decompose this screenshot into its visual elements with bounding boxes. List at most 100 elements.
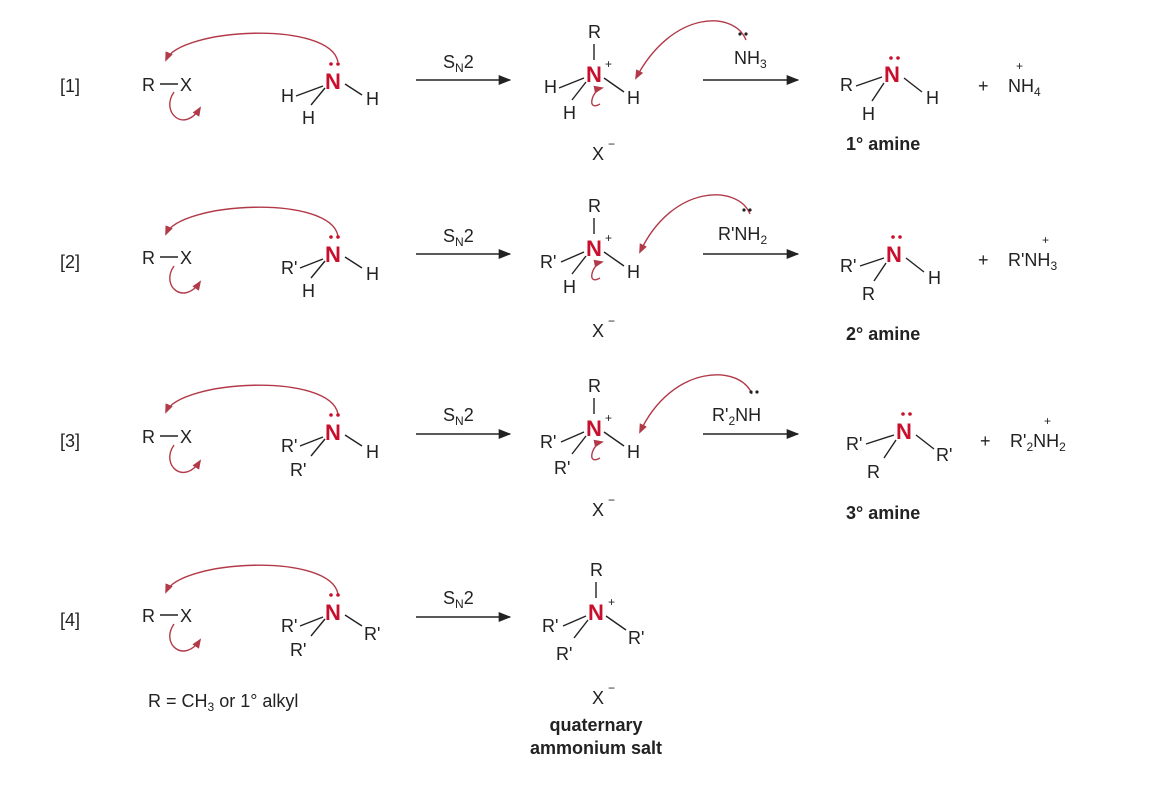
lone-pair — [329, 413, 333, 417]
curved-arrow-leaving — [169, 444, 202, 474]
atom-n: N — [325, 242, 341, 267]
sn2-arrow: SN2 — [416, 588, 512, 623]
row-3: [3] R X R' N H R' SN2 R R' N — [60, 374, 1066, 523]
bond — [855, 76, 883, 87]
lone-pair — [744, 32, 748, 36]
product-label: ammonium salt — [530, 738, 662, 758]
atom-h: H — [627, 262, 640, 282]
atom-h: H — [627, 88, 640, 108]
alkyl-halide: R X — [142, 606, 202, 652]
bond — [299, 436, 324, 447]
atom-x: X — [180, 248, 192, 268]
charge-plus: + — [1016, 59, 1023, 73]
atom-x: X — [180, 75, 192, 95]
row-label: [4] — [60, 610, 80, 630]
sn2-arrow: SN2 — [416, 405, 512, 440]
bond — [915, 434, 935, 450]
counter-ion-x: X — [592, 321, 604, 341]
lone-pair — [336, 62, 340, 66]
row-label: [1] — [60, 76, 80, 96]
ammonium-intermediate: R R' N + H R' X − — [540, 376, 640, 520]
ammonium-intermediate: R R' N + H H X − — [540, 196, 640, 341]
curved-arrow-attack — [165, 564, 339, 595]
atom-r: R — [142, 248, 155, 268]
bond — [560, 431, 585, 443]
atom-h: H — [281, 86, 294, 106]
curved-arrow-deprotonation — [639, 374, 753, 434]
reagent-label: R'2NH — [712, 405, 761, 428]
byproduct: + R'2NH2 — [1010, 414, 1066, 454]
atom-n: N — [325, 69, 341, 94]
lone-pair — [749, 390, 753, 394]
atom-r-prime: R' — [364, 624, 380, 644]
atom-h: H — [926, 88, 939, 108]
atom-r-prime: R' — [846, 434, 862, 454]
bond — [905, 257, 925, 273]
atom-x: X — [180, 606, 192, 626]
atom-r-prime: R' — [281, 616, 297, 636]
atom-r-prime: R' — [281, 258, 297, 278]
atom-r-prime: R' — [840, 256, 856, 276]
sn2-arrow: SN2 — [416, 52, 512, 86]
byproduct: + R'NH3 — [1008, 233, 1057, 273]
atom-n: N — [586, 236, 602, 261]
base: NH3 — [703, 32, 800, 86]
bond — [562, 615, 587, 627]
lone-pair — [336, 413, 340, 417]
bond — [310, 438, 326, 457]
primary-amine-nucleophile: R' N H H — [281, 235, 379, 301]
curved-arrow-bond — [591, 85, 604, 107]
sn2-label: SN2 — [443, 588, 474, 611]
atom-n: N — [325, 600, 341, 625]
lone-pair — [755, 390, 759, 394]
row-4: [4] R X R' N R' R' R = CH3 or 1° alkyl S… — [60, 560, 662, 758]
bond — [344, 614, 363, 627]
lone-pair — [901, 412, 905, 416]
atom-h: H — [366, 89, 379, 109]
atom-n: N — [586, 62, 602, 87]
atom-r: R — [588, 376, 601, 396]
row-1: [1] R X H N H H SN2 R H — [60, 20, 1041, 164]
bond — [883, 439, 897, 459]
bond — [571, 435, 587, 455]
row-2: [2] R X R' N H H SN2 R R' N — [60, 194, 1057, 344]
quaternary-ammonium-salt: R R' N + R' R' X − quaternary ammonium s… — [530, 560, 662, 758]
charge-minus: − — [608, 493, 615, 507]
byproduct-formula: NH4 — [1008, 76, 1041, 99]
curved-arrow-deprotonation — [635, 20, 747, 80]
tertiary-amine-nucleophile: R' N R' R' — [281, 593, 380, 660]
charge-plus: + — [605, 57, 612, 71]
bond — [560, 251, 585, 263]
bond — [871, 82, 885, 102]
bond — [605, 615, 627, 631]
atom-r-prime: R' — [290, 640, 306, 660]
lone-pair — [908, 412, 912, 416]
lone-pair — [336, 235, 340, 239]
atom-r-prime: R' — [290, 460, 306, 480]
charge-plus: + — [608, 595, 615, 609]
bond — [859, 257, 885, 267]
atom-h: H — [302, 108, 315, 128]
charge-plus: + — [605, 231, 612, 245]
atom-r: R — [142, 75, 155, 95]
charge-plus: + — [1042, 233, 1049, 247]
alkyl-halide: R X — [142, 75, 202, 121]
lone-pair — [742, 208, 746, 212]
atom-h: H — [544, 77, 557, 97]
sn2-label: SN2 — [443, 52, 474, 75]
atom-n: N — [588, 600, 604, 625]
lone-pair — [896, 56, 900, 60]
sn2-label: SN2 — [443, 405, 474, 428]
atom-h: H — [563, 277, 576, 297]
tertiary-amine: R' N R' R 3° amine — [846, 412, 952, 523]
lone-pair — [889, 56, 893, 60]
atom-r: R — [840, 75, 853, 95]
condition-note: R = CH3 or 1° alkyl — [148, 691, 298, 714]
lone-pair — [336, 593, 340, 597]
charge-minus: − — [608, 137, 615, 151]
bond — [873, 262, 887, 282]
atom-r: R — [862, 284, 875, 304]
base: R'NH2 — [703, 208, 800, 260]
